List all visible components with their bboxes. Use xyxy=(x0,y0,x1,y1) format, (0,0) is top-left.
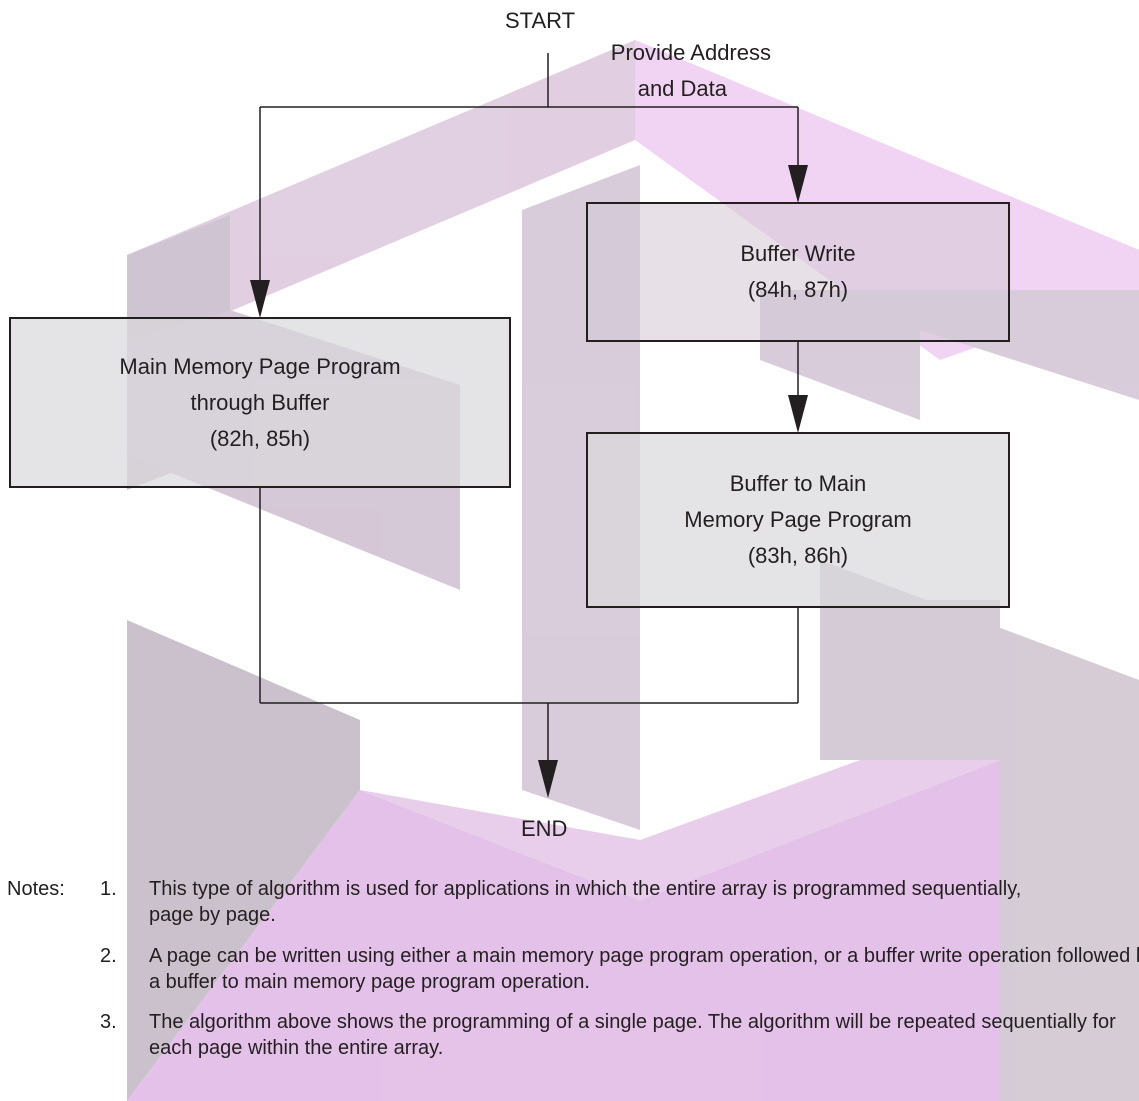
main-memory-line-2: through Buffer xyxy=(190,389,330,415)
main-memory-box-text: Main Memory Page Program through Buffer … xyxy=(10,318,510,487)
note-1-text: This type of algorithm is used for appli… xyxy=(149,876,1139,928)
buffer-to-main-line-2: Memory Page Program xyxy=(684,507,912,532)
buffer-write-line-1: Buffer Write xyxy=(740,241,856,266)
main-memory-box xyxy=(9,317,511,488)
note-3-text: The algorithm above shows the programmin… xyxy=(149,1009,1139,1061)
buffer-write-line-2: (84h, 87h) xyxy=(747,277,849,302)
buffer-to-main-box xyxy=(586,432,1010,608)
buffer-write-box-text: Buffer Write (84h, 87h) xyxy=(587,203,1009,341)
start-label: START xyxy=(505,8,576,33)
watermark-bottom-inner xyxy=(360,760,1000,900)
note-1-number: 1. xyxy=(100,878,117,900)
note-1-line-2: page by page. xyxy=(149,904,276,926)
buffer-to-main-line-1: Buffer to Main xyxy=(729,471,867,496)
provide-address-label: Provide Address and Data xyxy=(577,38,771,103)
buffer-to-main-box-text: Buffer to Main Memory Page Program (83h,… xyxy=(587,433,1009,607)
and-data-line: and Data xyxy=(637,76,727,101)
buffer-write-box xyxy=(586,202,1010,342)
watermark-bottom-band xyxy=(127,760,1000,1101)
note-2-line-2: a buffer to main memory page program ope… xyxy=(149,971,590,993)
watermark-right-tail xyxy=(820,600,1000,760)
note-2-text: A page can be written using either a mai… xyxy=(149,943,1139,995)
note-3-number: 3. xyxy=(100,1011,117,1033)
note-2-number: 2. xyxy=(100,945,117,967)
note-1-line-1: This type of algorithm is used for appli… xyxy=(149,878,1022,900)
main-memory-line-1: Main Memory Page Program xyxy=(119,353,401,379)
arrow-to-buffer-to-main-box xyxy=(788,395,808,433)
note-3-line-1: The algorithm above shows the programmin… xyxy=(149,1011,1116,1033)
watermark-left-lower xyxy=(127,620,360,1101)
arrow-to-main-memory-box xyxy=(250,280,270,318)
note-3-line-2: each page within the entire array. xyxy=(149,1037,444,1059)
buffer-to-main-line-3: (83h, 86h) xyxy=(747,543,849,568)
arrow-to-end xyxy=(538,760,558,798)
main-memory-line-3: (82h, 85h) xyxy=(209,425,311,451)
watermark-top-right xyxy=(635,40,1139,360)
end-label: END xyxy=(521,816,568,841)
arrow-to-buffer-write-box xyxy=(788,165,808,203)
notes-label: Notes: xyxy=(7,878,65,900)
provide-address-line: Provide Address xyxy=(610,40,771,65)
note-2-line-1: A page can be written using either a mai… xyxy=(149,945,1139,967)
